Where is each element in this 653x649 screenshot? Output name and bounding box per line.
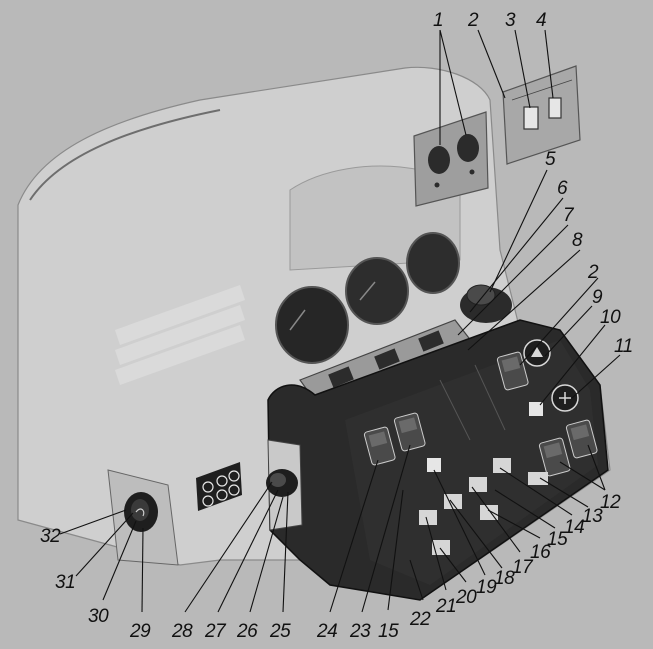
callout-23: 23 bbox=[349, 621, 371, 642]
callout-5: 5 bbox=[545, 149, 556, 170]
callout-20: 20 bbox=[455, 587, 477, 608]
callout-16: 16 bbox=[530, 542, 551, 563]
watermark-logo bbox=[115, 285, 245, 385]
callout-3: 3 bbox=[505, 10, 516, 31]
callout-13: 13 bbox=[582, 506, 603, 527]
callout-18: 18 bbox=[494, 568, 515, 589]
callout-30: 30 bbox=[88, 606, 109, 627]
callout-15-right: 15 bbox=[547, 529, 568, 550]
callout-9: 9 bbox=[592, 287, 603, 308]
callout-11: 11 bbox=[614, 336, 633, 357]
console-side-knob bbox=[266, 469, 298, 497]
leader-lines bbox=[59, 29, 621, 613]
callout-14: 14 bbox=[564, 517, 584, 538]
pictogram-panel bbox=[196, 462, 242, 511]
callout-28: 28 bbox=[171, 621, 193, 642]
callout-2-top: 2 bbox=[467, 10, 479, 31]
callout-6: 6 bbox=[557, 178, 568, 199]
switch-plate bbox=[502, 65, 581, 165]
callout-12: 12 bbox=[600, 492, 621, 513]
gauges bbox=[275, 232, 460, 364]
callout-numbers: 1 2 3 4 5 6 7 8 2 9 10 11 12 13 14 15 16… bbox=[40, 10, 633, 642]
callout-22: 22 bbox=[409, 609, 431, 630]
callout-19: 19 bbox=[476, 577, 497, 598]
callout-7: 7 bbox=[563, 205, 575, 226]
callout-21: 21 bbox=[435, 596, 456, 617]
callout-15-left: 15 bbox=[378, 621, 399, 642]
callout-25: 25 bbox=[269, 621, 291, 642]
indicator-buttons bbox=[427, 339, 579, 472]
callout-26: 26 bbox=[236, 621, 258, 642]
callout-29: 29 bbox=[129, 621, 151, 642]
callout-2-right: 2 bbox=[587, 262, 599, 283]
callout-24: 24 bbox=[316, 621, 337, 642]
callout-4: 4 bbox=[536, 10, 546, 31]
callout-32: 32 bbox=[40, 526, 61, 547]
callout-31: 31 bbox=[55, 572, 75, 593]
callout-10: 10 bbox=[600, 307, 621, 328]
callout-27: 27 bbox=[204, 621, 227, 642]
callout-8: 8 bbox=[572, 230, 583, 251]
side-module bbox=[107, 469, 179, 566]
rocker-switches bbox=[363, 351, 598, 477]
callout-17: 17 bbox=[512, 557, 534, 578]
callout-1: 1 bbox=[433, 10, 443, 31]
